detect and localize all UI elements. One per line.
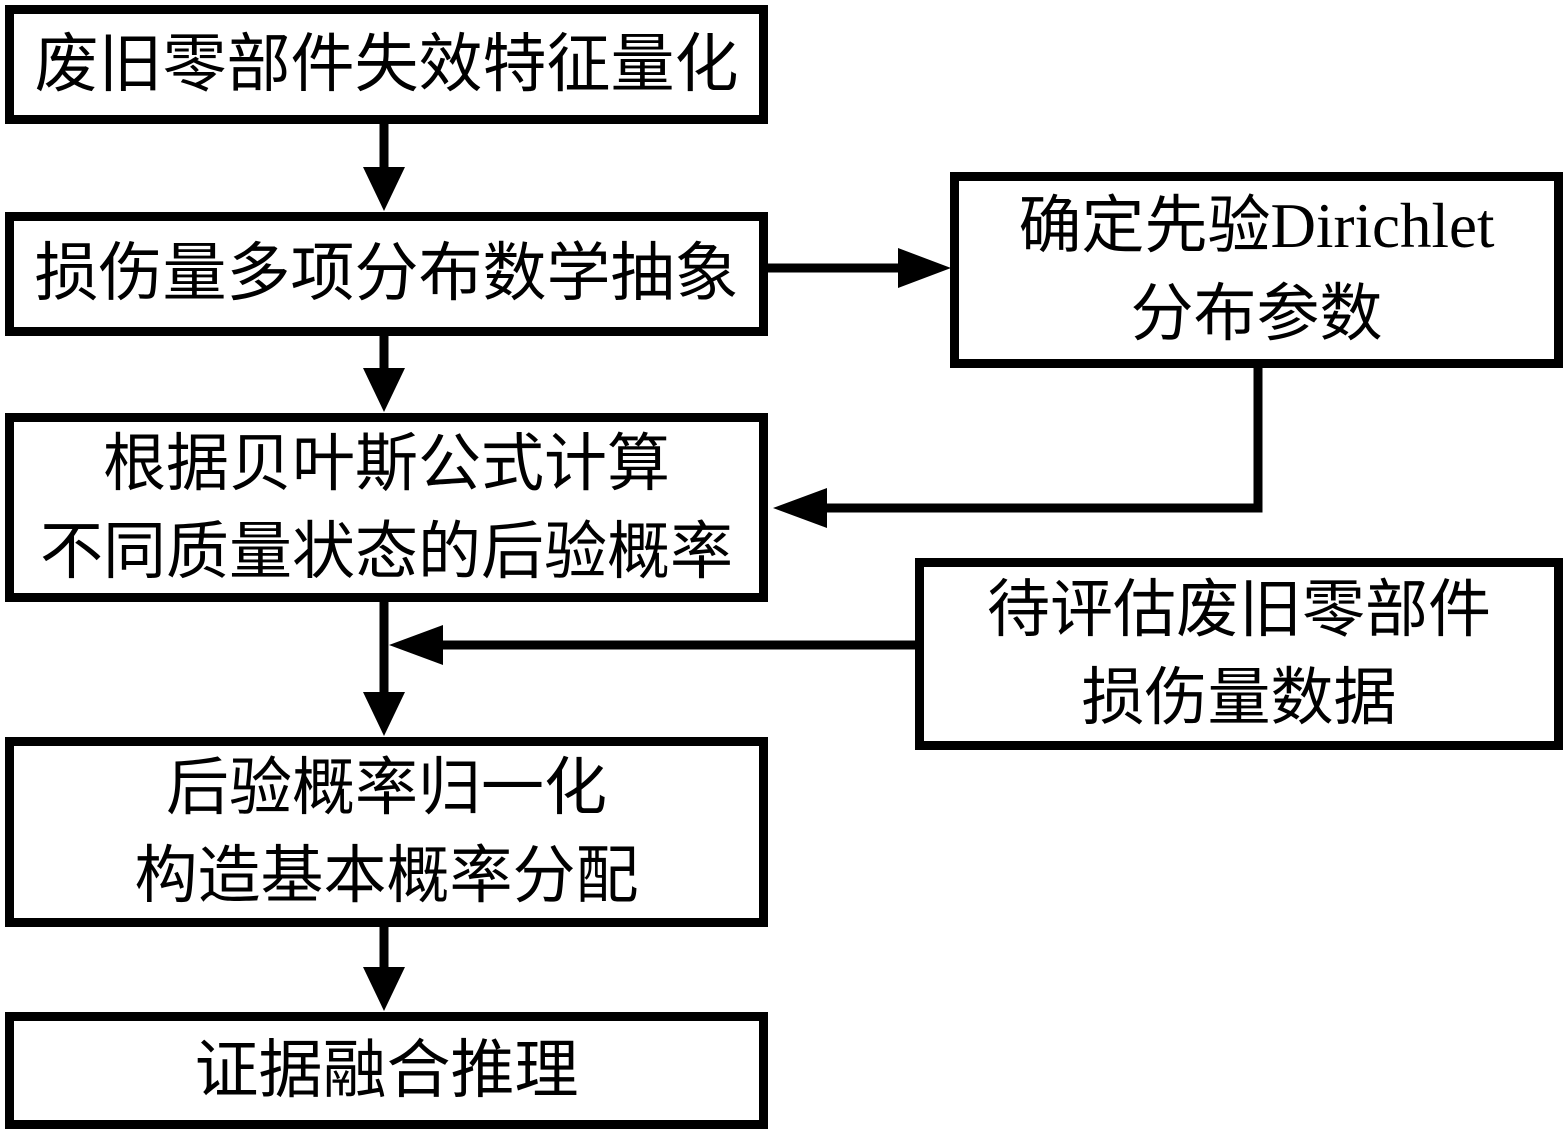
box-label-line: 根据贝叶斯公式计算 bbox=[103, 428, 670, 499]
flow-box-multinomial-abstraction: 损伤量多项分布数学抽象 bbox=[5, 212, 768, 336]
box-label-line: 分布参数 bbox=[1130, 279, 1383, 349]
arrow-normalize-to-fusion bbox=[363, 925, 405, 1011]
arrow-bayes-to-normalize bbox=[363, 600, 405, 736]
arrow-dirichlet-to-bayes bbox=[773, 366, 1263, 528]
arrow-damage-data-to-flow bbox=[389, 625, 916, 665]
arrow-multinomial-to-dirichlet bbox=[766, 248, 951, 288]
box-label-line: 不同质量状态的后验概率 bbox=[40, 516, 733, 587]
box-label-line: 废旧零部件失效特征量化 bbox=[34, 28, 739, 100]
box-label-line: 损伤量数据 bbox=[1081, 663, 1397, 733]
arrow-quantify-to-multinomial bbox=[363, 120, 405, 211]
box-label-line: 后验概率归一化 bbox=[166, 753, 607, 823]
flow-box-bpa-construction: 后验概率归一化 构造基本概率分配 bbox=[5, 737, 768, 927]
box-label-line: 确定先验Dirichlet bbox=[1018, 191, 1495, 261]
flow-box-evidence-fusion: 证据融合推理 bbox=[5, 1012, 768, 1129]
arrow-multinomial-to-bayes bbox=[363, 334, 405, 412]
flow-box-failure-quantification: 废旧零部件失效特征量化 bbox=[5, 5, 768, 124]
box-label-line: 构造基本概率分配 bbox=[134, 841, 639, 911]
flow-box-damage-data: 待评估废旧零部件 损伤量数据 bbox=[915, 558, 1563, 750]
flow-box-prior-dirichlet-parameters: 确定先验Dirichlet 分布参数 bbox=[950, 172, 1563, 368]
box-label-line: 证据融合推理 bbox=[194, 1034, 579, 1106]
box-label-line: 待评估废旧零部件 bbox=[987, 575, 1491, 645]
box-label-line: 损伤量多项分布数学抽象 bbox=[34, 238, 739, 309]
flow-box-bayes-posterior: 根据贝叶斯公式计算 不同质量状态的后验概率 bbox=[5, 413, 768, 602]
